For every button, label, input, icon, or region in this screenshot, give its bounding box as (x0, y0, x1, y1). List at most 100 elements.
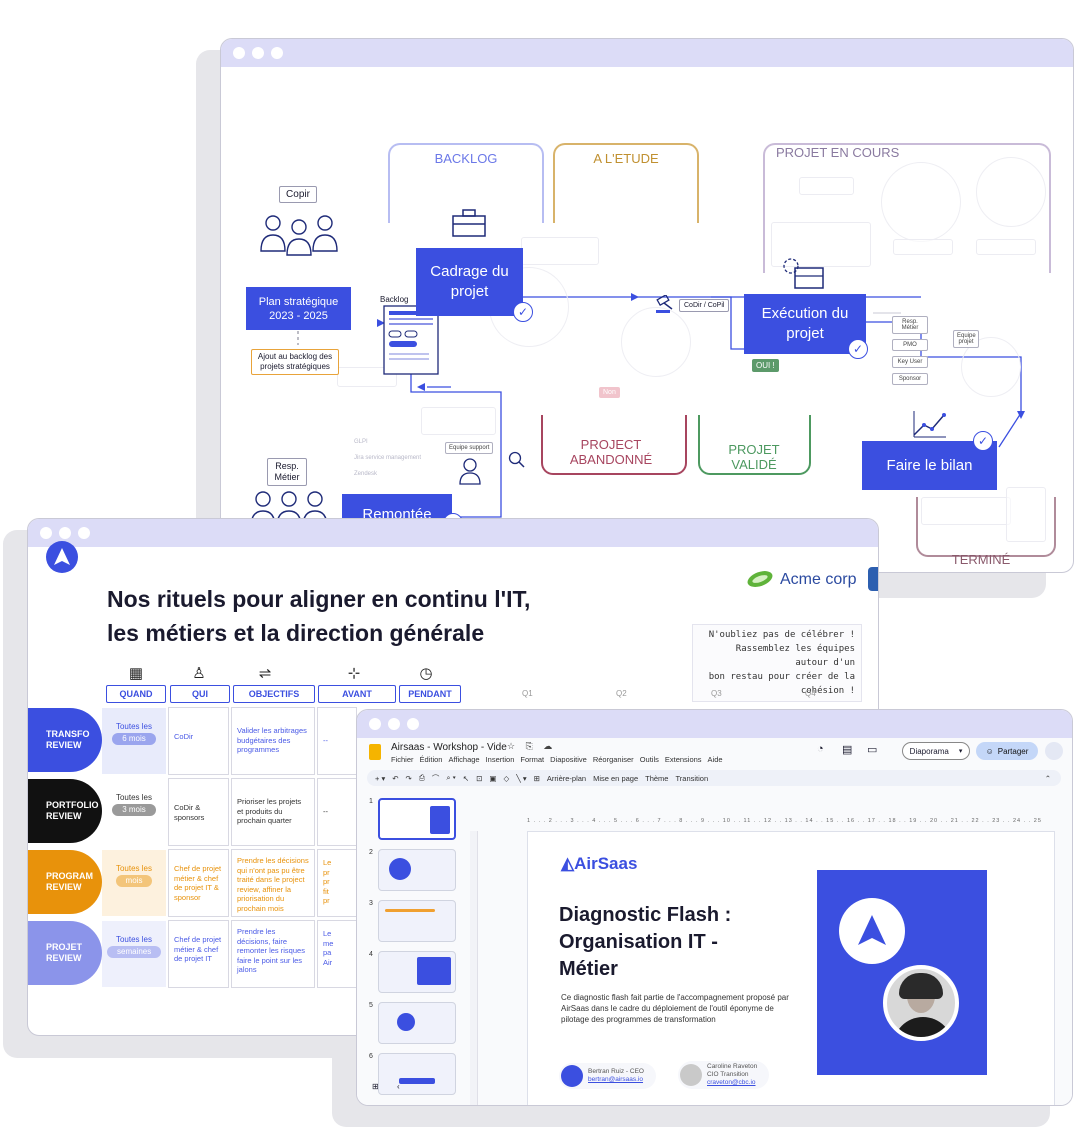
slide-canvas[interactable]: ◭AirSaas Diagnostic Flash : Organisation… (527, 831, 1055, 1105)
column-abandonne-label: PROJECT ABANDONNÉ (569, 437, 653, 467)
chevron-up-icon[interactable]: ⌃ (1044, 773, 1051, 783)
collapse-panel-icon[interactable]: ‹ (397, 1082, 400, 1091)
slide-thumbnail[interactable] (378, 1053, 456, 1095)
menu-extensions[interactable]: Extensions (664, 755, 702, 764)
horizontal-ruler: 1 . . . 2 . . . 3 . . . 4 . . . 5 . . . … (527, 818, 1042, 824)
camera-icon[interactable]: ▭ (867, 744, 878, 756)
shape-icon[interactable]: ◇ (503, 773, 510, 783)
window-dot[interactable] (271, 47, 283, 59)
toolbar-theme[interactable]: Thème (645, 773, 669, 783)
ritual-when: Toutes les (115, 793, 153, 802)
quarter-label: Q4 (805, 689, 816, 698)
slide-thumbnail[interactable] (378, 900, 456, 942)
insert-comment-icon[interactable]: ⊞ (533, 773, 540, 783)
person-email[interactable]: craveton@cbc.io (707, 1079, 756, 1086)
slide-thumbnail[interactable] (378, 798, 456, 840)
avatar[interactable] (1045, 742, 1063, 760)
portrait-shoulders (893, 1017, 953, 1037)
thumbnail-preview-shape (417, 957, 451, 985)
menu-outils[interactable]: Outils (639, 755, 659, 764)
line-icon[interactable]: ╲ ▾ (516, 773, 527, 783)
ritual-objective-cell: Valider les arbitrages budgétaires des p… (231, 707, 315, 775)
window-dot[interactable] (233, 47, 245, 59)
menu-format[interactable]: Format (520, 755, 545, 764)
plan-strategique-box[interactable]: Plan stratégique 2023 - 2025 (246, 287, 351, 330)
text-box-icon[interactable]: ⊡ (476, 773, 483, 783)
paint-format-icon[interactable]: ⌒ (431, 773, 440, 783)
ghost-circle (961, 337, 1021, 397)
menu-aide[interactable]: Aide (707, 755, 723, 764)
zoom-icon[interactable]: ⌕ ▾ (446, 773, 456, 782)
backlog-document-icon (383, 305, 439, 375)
ritual-name-pill: PORTFOLIO REVIEW (28, 779, 102, 843)
window-titlebar (221, 39, 1073, 67)
toolbar-mise-en-page[interactable]: Mise en page (593, 773, 639, 783)
column-valide-label: PROJET VALIDÉ (728, 442, 780, 472)
ritual-objective-cell: Prendre les décisions, faire remonter le… (231, 920, 315, 988)
title-action-icons[interactable]: ☆ ⎘ ☁ (507, 741, 557, 751)
image-icon[interactable]: ▣ (489, 773, 497, 783)
avatar (680, 1064, 702, 1086)
person-email[interactable]: bertran@airsaas.io (588, 1076, 644, 1083)
menu-diapositive[interactable]: Diapositive (550, 755, 587, 764)
search-icon (508, 451, 525, 468)
print-icon[interactable]: ⎙ (418, 773, 425, 782)
window-dot[interactable] (388, 718, 400, 730)
workflow-canvas: BACKLOG A L'ETUDE PROJET EN COURS PROJEC… (221, 67, 1073, 572)
faire-bilan-box[interactable]: Faire le bilan (862, 441, 997, 490)
toolbar-arriere-plan[interactable]: Arrière-plan (546, 773, 587, 783)
menu-insertion[interactable]: Insertion (485, 755, 515, 764)
tool-jira: Jira service management (354, 455, 422, 461)
execution-projet-box[interactable]: Exécution du projet (744, 294, 866, 354)
undo-icon[interactable]: ↶ (392, 773, 399, 783)
slide-thumbnail[interactable] (378, 951, 456, 993)
ghost-card (799, 177, 854, 195)
menu-edition[interactable]: Édition (419, 755, 443, 764)
grid-view-icon[interactable]: ⊞ (372, 1082, 379, 1091)
cadrage-projet-box[interactable]: Cadrage du projet (416, 248, 523, 316)
role-sponsor: Sponsor (892, 373, 928, 385)
airsaas-logo: ◭AirSaas (561, 854, 637, 874)
redo-icon[interactable]: ↷ (405, 773, 412, 783)
ritual-when: Toutes les (115, 935, 153, 944)
window-dot[interactable] (407, 718, 419, 730)
copir-label: Copir (279, 186, 317, 203)
share-button[interactable]: ☺Partager (976, 742, 1038, 760)
window-dot[interactable] (369, 718, 381, 730)
resp-metier-label: Resp. Métier (267, 458, 307, 486)
window-dot[interactable] (78, 527, 90, 539)
add-icon[interactable]: + ▾ (375, 773, 386, 783)
menu-affichage[interactable]: Affichage (448, 755, 480, 764)
equipe-projet-label: Equipe projet (953, 330, 979, 348)
note-line: bon restau pour créer de la cohésion ! (708, 672, 855, 696)
ritual-period-tag: 6 mois (112, 733, 156, 745)
ritual-who-cell: CoDir (168, 707, 229, 775)
ritual-period-tag: 3 mois (112, 804, 156, 816)
document-title[interactable]: Airsaas - Workshop - Vide (391, 742, 507, 753)
thumbnail-number: 6 (369, 1053, 373, 1060)
diaporama-button[interactable]: Diaporama▾ (902, 742, 970, 760)
window-dot[interactable] (252, 47, 264, 59)
role-key-user: Key User (892, 356, 928, 368)
person-name: Bertran Ruiz - CEO (588, 1068, 644, 1075)
window-dot[interactable] (40, 527, 52, 539)
ritual-period-tag: mois (115, 875, 153, 887)
toolbar-transition[interactable]: Transition (675, 773, 709, 783)
menu-reorganiser[interactable]: Réorganiser (592, 755, 634, 764)
oui-label: OUI ! (752, 359, 779, 372)
slides-file-icon[interactable] (369, 744, 381, 760)
cursor-icon[interactable]: ↖ (462, 773, 470, 783)
slide-thumbnail[interactable] (378, 1002, 456, 1044)
thumbnail-number: 1 (369, 798, 373, 805)
thumbnail-number: 4 (369, 951, 373, 958)
slide-thumbnail[interactable] (378, 849, 456, 891)
check-icon: ✓ (973, 431, 993, 451)
note-line: N'oubliez pas de célébrer ! (708, 630, 855, 640)
ghost-card (893, 239, 953, 255)
comment-icon[interactable]: ▤ (842, 744, 853, 756)
menu-fichier[interactable]: Fichier (391, 755, 414, 764)
timer-icon: ◷ (419, 665, 433, 682)
history-icon[interactable]: ◔ (817, 743, 824, 755)
quarter-label: Q1 (522, 689, 533, 698)
window-dot[interactable] (59, 527, 71, 539)
